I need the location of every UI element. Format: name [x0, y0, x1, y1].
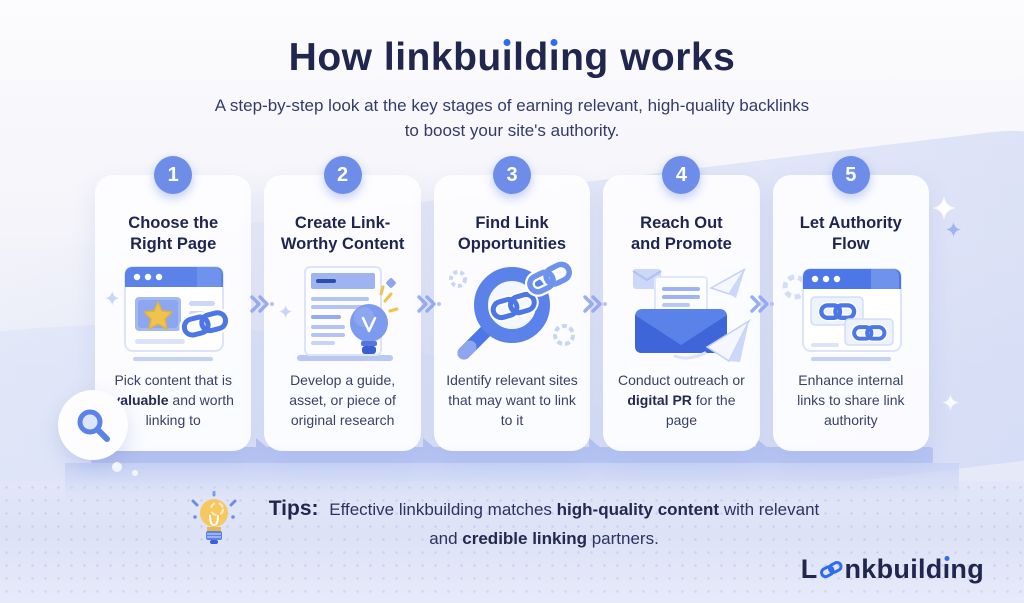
connector-ribbon — [91, 447, 933, 464]
ribbon-arrow-icon — [756, 438, 769, 458]
search-icon — [77, 409, 110, 442]
bubble-decoration — [132, 470, 138, 476]
steps-row: 1 Choose the Right Page — [65, 156, 959, 501]
page-subtitle: A step-by-step look at the key stages of… — [214, 95, 810, 141]
lightbulb-icon — [191, 491, 237, 544]
sparkle-icon — [932, 196, 956, 220]
step-number-badge: 4 — [662, 156, 701, 194]
step-description: Identify relevant sites that may want to… — [446, 371, 578, 429]
chevron-right-icon — [416, 295, 441, 313]
sparkle-icon — [942, 394, 959, 411]
connector-ribbon-shadow — [65, 463, 959, 501]
sparkle-icon — [946, 222, 961, 237]
step-title: Find Link Opportunities — [457, 214, 567, 254]
logo-text: nkbuild — [844, 554, 943, 584]
ribbon-arrow-icon — [422, 438, 435, 458]
header: How linkbuıldıng works A step-by-step lo… — [0, 36, 1024, 144]
magnifier-decoration — [58, 390, 128, 460]
tips-body: Effective linkbuilding matches high-qual… — [324, 500, 820, 548]
bubble-decoration — [112, 462, 122, 472]
footer-panel: Tips: Effective linkbuilding matches hig… — [0, 481, 1024, 603]
step-description: Develop a guide, asset, or piece of orig… — [289, 371, 396, 429]
ribbon-arrow-icon — [255, 438, 268, 458]
chevron-right-icon — [583, 295, 608, 313]
document-lightbulb-icon — [272, 260, 412, 366]
step-title: Create Link- Worthy Content — [280, 214, 405, 254]
dot-pattern — [0, 481, 1024, 603]
step-title: Reach Out and Promote — [630, 214, 732, 254]
logo-text: L — [800, 554, 818, 584]
browser-links-icon — [781, 260, 921, 366]
chevron-right-icon — [250, 295, 274, 313]
step-card-3: 3 Find Link Opportunities — [433, 156, 591, 451]
step-card-2: 2 Create Link- Worthy Content — [264, 156, 421, 451]
step-number-badge: 1 — [154, 156, 193, 194]
tips-text: Tips: Effective linkbuilding matches hig… — [254, 493, 834, 552]
chevron-right-icon — [750, 295, 775, 313]
step-card-4: 4 Reach Out and Promote — [603, 156, 760, 451]
step-description: Conduct outreach or digital PR for the p… — [617, 371, 745, 429]
step-card-5: 5 Let Authority Flow — [772, 156, 930, 451]
step-number-badge: 2 — [323, 156, 362, 194]
step-number-badge: 3 — [493, 156, 532, 194]
step-description: Pick content that is valuable and worth … — [112, 371, 234, 429]
tips-section: Tips: Effective linkbuilding matches hig… — [0, 491, 1024, 569]
magnifier-link-icon — [442, 260, 582, 366]
tips-label: Tips: — [268, 497, 319, 520]
chain-link-icon — [818, 560, 844, 580]
step-title: Let Authority Flow — [799, 214, 902, 254]
step-card-1: 1 Choose the Right Page — [95, 156, 252, 451]
ribbon-arrow-icon — [589, 438, 602, 458]
browser-star-icon — [103, 260, 243, 366]
step-number-badge: 5 — [831, 156, 870, 194]
logo-text: ng — [950, 554, 984, 584]
logo-letter-i-blue-dot: ı — [942, 554, 951, 584]
step-title: Choose the Right Page — [128, 214, 219, 254]
page-title: How linkbuıldıng works — [288, 36, 736, 79]
step-description: Enhance internal links to share link aut… — [797, 371, 905, 429]
envelope-paper-plane-icon — [611, 260, 752, 366]
